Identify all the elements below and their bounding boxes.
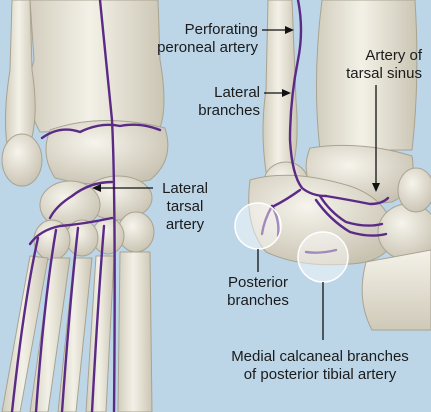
label-line: Perforating xyxy=(150,21,258,39)
label-line: branches xyxy=(170,102,260,120)
posterior-branches-callout xyxy=(235,203,281,249)
label-lateral-tarsal-artery: Lateral tarsal artery xyxy=(155,180,215,234)
metatarsal-side xyxy=(362,250,431,330)
label-line: Lateral xyxy=(170,84,260,102)
tibia-bone xyxy=(29,0,164,132)
medial-calcaneal-callout xyxy=(298,232,348,282)
label-line: artery xyxy=(155,216,215,234)
label-line: tarsal sinus xyxy=(318,65,422,83)
fibula-lateral-bone xyxy=(263,0,297,175)
lateral-malleolus xyxy=(2,134,42,186)
label-medial-calcaneal-branches: Medial calcaneal branches of posterior t… xyxy=(214,348,426,384)
label-line: peroneal artery xyxy=(150,39,258,57)
label-line: tarsal xyxy=(155,198,215,216)
label-artery-of-tarsal-sinus: Artery of tarsal sinus xyxy=(318,47,422,83)
label-line: of posterior tibial artery xyxy=(214,366,426,384)
navicular-side xyxy=(398,168,431,212)
label-lateral-branches: Lateral branches xyxy=(170,84,260,120)
label-line: Lateral xyxy=(155,180,215,198)
label-line: Posterior xyxy=(213,274,303,292)
label-posterior-branches: Posterior branches xyxy=(213,274,303,310)
label-line: Artery of xyxy=(318,47,422,65)
label-line: branches xyxy=(213,292,303,310)
label-perforating-peroneal-artery: Perforating peroneal artery xyxy=(150,21,258,57)
metatarsal-1 xyxy=(118,252,152,412)
label-line: Medial calcaneal branches xyxy=(214,348,426,366)
